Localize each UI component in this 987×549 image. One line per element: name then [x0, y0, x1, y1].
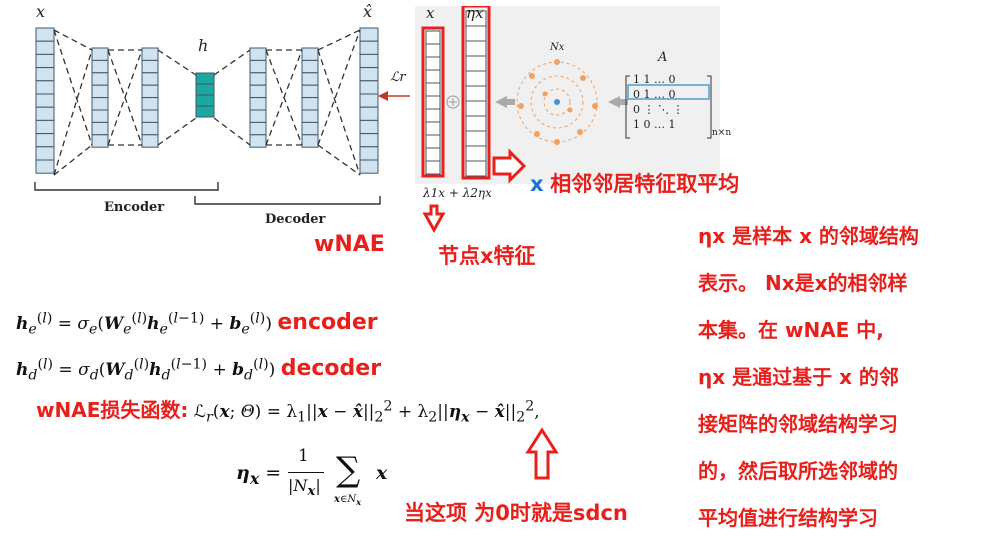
loss-label-small: ℒr — [390, 70, 406, 85]
label-x: x — [36, 2, 46, 21]
zero-term-note: 当这项 为0时就是sdcn — [404, 501, 628, 525]
input-x-label: x — [426, 4, 435, 22]
input-layer — [35, 27, 55, 174]
description-line: 本集。在 wNAE 中, — [698, 318, 884, 342]
input-eta-column — [465, 10, 487, 177]
description-line: 表示。 Nx是x的相邻样 — [698, 271, 908, 295]
connections — [53, 29, 361, 176]
input-panel-graphics — [421, 6, 712, 180]
bottleneck-layer — [195, 72, 215, 118]
matrix-size: n×n — [712, 128, 732, 138]
encoder-layer-1 — [91, 47, 109, 148]
matrix-row-highlight — [627, 84, 710, 100]
encoder-label: Encoder — [104, 200, 165, 215]
loss-equation: wNAE损失函数: ℒr(x; Θ) = λ1||x − x̂||22 + λ2… — [36, 398, 540, 426]
matrix-a-label: A — [658, 50, 668, 65]
wnae-label: wNAE — [314, 232, 385, 257]
description-line: ηx 是通过基于 x 的邻 — [698, 365, 899, 389]
input-x-column — [425, 30, 441, 175]
decoder-label: Decoder — [265, 212, 326, 227]
label-h: h — [198, 36, 209, 55]
down-arrow — [422, 204, 446, 234]
description-line: 接矩阵的邻域结构学习 — [698, 412, 898, 436]
decoder-equation: hd(l) = σd(Wd(l)hd(l−1) + bd(l)) decoder — [16, 356, 382, 384]
output-layer — [359, 27, 379, 174]
input-eta-label: ηx — [466, 4, 484, 22]
encoder-equation: he(l) = σe(We(l)he(l−1) + be(l)) encoder — [16, 310, 378, 338]
description-line: 的，然后取所选邻域的 — [698, 459, 898, 483]
nx-label: Nx — [550, 42, 565, 53]
decoder-layer-1 — [249, 47, 267, 148]
eta-equation: ηx = 1 |Nx| ∑ x∈Nx x — [236, 446, 388, 507]
decoder-brace — [194, 196, 381, 205]
decoder-layer-2 — [301, 47, 319, 148]
up-arrow — [525, 427, 559, 480]
right-arrow — [492, 148, 527, 184]
matrix-values: 1 1 … 0 0 1 … 0 0 ⋮ ⋱ ⋮ 1 0 … 1 — [633, 73, 684, 131]
description-line: 平均值进行结构学习 — [698, 506, 878, 530]
description-line: ηx 是样本 x 的邻域结构 — [698, 224, 919, 248]
encoder-layer-2 — [141, 47, 159, 148]
label-xhat: x̂ — [363, 2, 373, 21]
eta-highlight — [461, 6, 491, 180]
node-feature-label: 节点x特征 — [438, 244, 536, 268]
x-highlight — [421, 26, 445, 178]
description-block: ηx 是样本 x 的邻域结构 表示。 Nx是x的相邻样 本集。在 wNAE 中,… — [698, 220, 919, 549]
encoder-brace — [34, 182, 219, 191]
neighbor-avg-note: x 相邻邻居特征取平均 — [530, 172, 740, 196]
autoencoder-diagram — [34, 27, 410, 205]
combine-label: λ1x + λ2ηx — [423, 186, 492, 200]
